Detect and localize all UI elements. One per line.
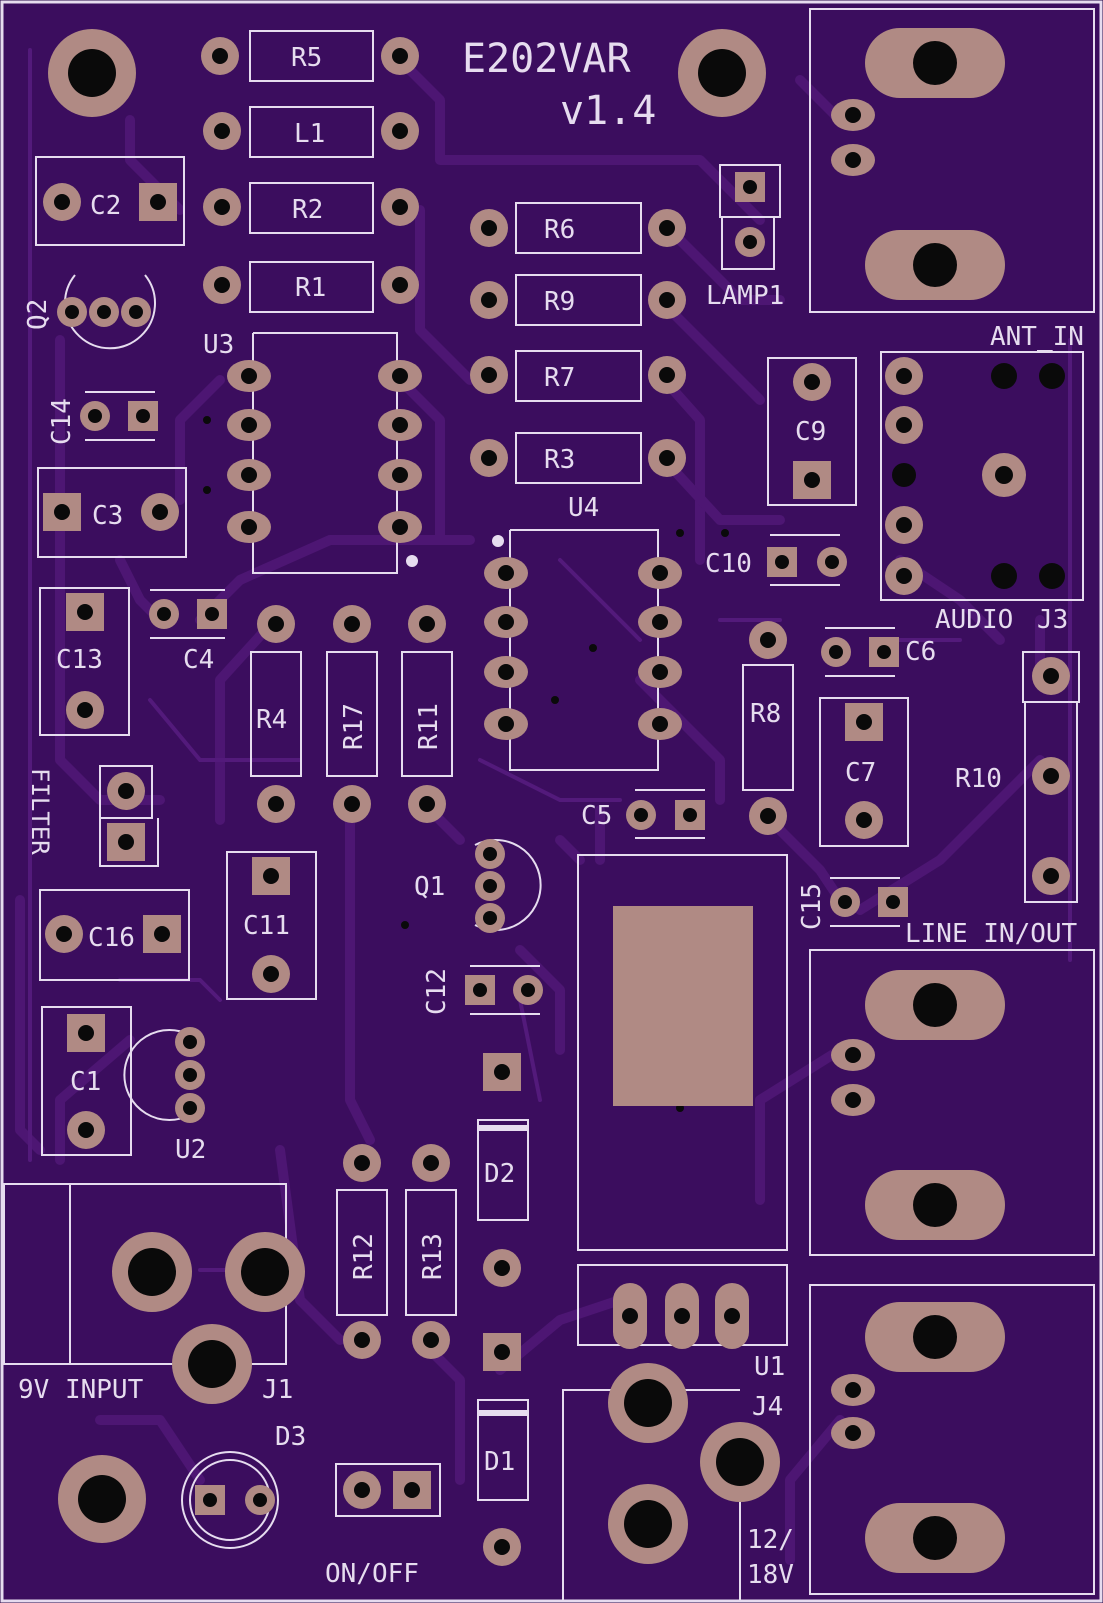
label-on-off: ON/OFF [325,1559,419,1589]
label-u1: U1 [754,1352,785,1382]
label-c10: C10 [705,549,752,579]
label-j4: J4 [752,1392,783,1422]
label-lamp1: LAMP1 [706,281,784,311]
label-9v-input: 9V INPUT [18,1375,144,1405]
label-c5: C5 [581,801,612,831]
label-r2: R2 [292,195,323,225]
label-r9: R9 [544,287,575,317]
label-c16: C16 [88,923,135,953]
label-q2: Q2 [23,299,53,330]
label-r10: R10 [955,764,1002,794]
silkscreen [3,8,1095,1600]
label-c2: C2 [90,191,121,221]
label-r13: R13 [418,1233,448,1280]
label-r6: R6 [544,215,575,245]
label-c14: C14 [47,398,77,445]
silkscreen-fills [406,535,528,1416]
label-c15: C15 [797,883,827,930]
label-r17: R17 [339,703,369,750]
jack-pads [112,28,1065,1573]
label-q1: Q1 [414,872,445,902]
label-u4: U4 [568,493,599,523]
board-version: v1.4 [560,88,656,134]
label-c12: C12 [422,968,452,1015]
label-l1: L1 [294,119,325,149]
label-j1: J1 [262,1375,293,1405]
label-r8: R8 [750,699,781,729]
label-u3: U3 [203,330,234,360]
label-r7: R7 [544,363,575,393]
label-ant-in: ANT_IN [990,322,1084,352]
label-r4: R4 [256,705,287,735]
label-r3: R3 [544,445,575,475]
label-c13: C13 [56,645,103,675]
label-r11: R11 [414,703,444,750]
label-line-in-out: LINE IN/OUT [905,919,1078,949]
label-18v: 18V [747,1560,794,1590]
label-c1: C1 [70,1067,101,1097]
pads [43,37,1070,1566]
label-c7: C7 [845,758,876,788]
silkscreen-labels: E202VAR v1.4 R5 L1 R2 R1 C2 Q2 U3 C14 C3… [18,36,1084,1590]
label-r12: R12 [349,1233,379,1280]
label-d3: D3 [275,1422,306,1452]
label-d2: D2 [484,1159,515,1189]
label-audio: AUDIO [935,605,1013,635]
label-c3: C3 [92,501,123,531]
label-c6: C6 [905,637,936,667]
mounting-holes [48,29,766,1543]
label-j3: J3 [1037,605,1068,635]
board-title: E202VAR [462,36,631,82]
label-c4: C4 [183,645,214,675]
label-c9: C9 [795,417,826,447]
label-12v: 12/ [747,1525,794,1555]
label-r5: R5 [291,43,322,73]
label-filter: FILTER [26,768,54,855]
label-r1: R1 [295,273,326,303]
label-c11: C11 [243,911,290,941]
label-u2: U2 [175,1135,206,1165]
label-d1: D1 [484,1447,515,1477]
